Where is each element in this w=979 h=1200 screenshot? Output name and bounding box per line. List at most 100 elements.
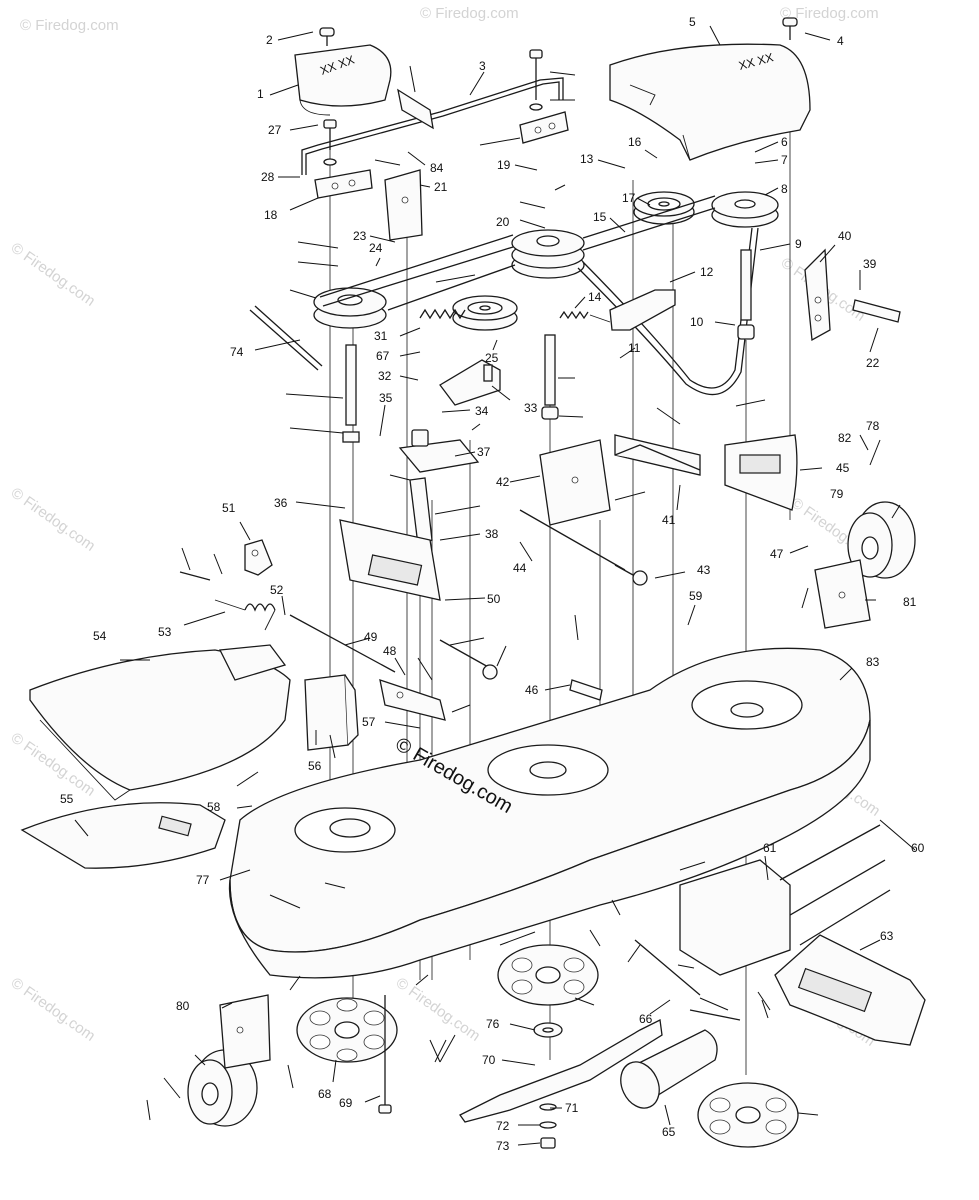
callout-71: 71 bbox=[565, 1101, 579, 1115]
bracket-63-right bbox=[774, 934, 926, 1046]
callout-2: 2 bbox=[266, 33, 273, 47]
wheel-bracket-80 bbox=[219, 994, 271, 1069]
watermark: © Firedog.com bbox=[420, 5, 519, 22]
callout-24: 24 bbox=[369, 241, 383, 255]
callout-labels: 1 2 3 4 5 6 7 8 9 10 11 12 13 14 15 16 1… bbox=[60, 15, 925, 1153]
pulley-right bbox=[711, 191, 779, 228]
callout-50: 50 bbox=[487, 592, 501, 606]
callout-23: 23 bbox=[353, 229, 367, 243]
callout-41: 41 bbox=[662, 513, 676, 527]
pulley-left bbox=[313, 287, 387, 329]
rod-74 bbox=[249, 305, 323, 371]
callout-16: 16 bbox=[628, 135, 642, 149]
bearing-76 bbox=[533, 1022, 563, 1038]
bracket-50 bbox=[339, 519, 441, 601]
blade-stack-71-73 bbox=[539, 1103, 557, 1149]
callout-79: 79 bbox=[830, 487, 844, 501]
gauge-wheel-79-left bbox=[187, 1049, 258, 1127]
callout-45: 45 bbox=[836, 461, 850, 475]
callout-57: 57 bbox=[362, 715, 376, 729]
bolt-27-top bbox=[529, 49, 543, 111]
belt-cover-right: XX XX bbox=[609, 43, 811, 161]
callout-66: 66 bbox=[639, 1012, 653, 1026]
watermark: © Firedog.com bbox=[393, 974, 484, 1044]
idler-pulley-25 bbox=[452, 295, 518, 331]
callout-54: 54 bbox=[93, 629, 107, 643]
spring-14 bbox=[559, 310, 611, 323]
bracket-46 bbox=[569, 679, 603, 701]
callout-56: 56 bbox=[308, 759, 322, 773]
callout-13: 13 bbox=[580, 152, 594, 166]
callout-9: 9 bbox=[795, 237, 802, 251]
callout-39: 39 bbox=[863, 257, 877, 271]
bracket-12 bbox=[609, 289, 676, 331]
callout-84: 84 bbox=[430, 161, 444, 175]
callout-11: 11 bbox=[628, 341, 641, 355]
spindle-9-left bbox=[342, 344, 360, 443]
bolt-27-left bbox=[323, 119, 337, 166]
callout-44: 44 bbox=[513, 561, 527, 575]
callout-77: 77 bbox=[196, 873, 210, 887]
callout-46: 46 bbox=[525, 683, 539, 697]
belt-11 bbox=[319, 195, 759, 396]
rods-60 bbox=[779, 824, 891, 946]
blade-70 bbox=[459, 1019, 663, 1123]
link-22-left bbox=[179, 571, 211, 581]
rod-44 bbox=[439, 509, 626, 669]
blade-adapter-68-center bbox=[497, 944, 599, 1006]
channel-41 bbox=[614, 434, 701, 476]
callout-72: 72 bbox=[496, 1119, 510, 1133]
callout-3: 3 bbox=[479, 59, 486, 73]
spring-31 bbox=[419, 308, 466, 320]
link-66 bbox=[634, 939, 741, 1021]
screw-2 bbox=[319, 27, 335, 46]
callout-8: 8 bbox=[781, 182, 788, 196]
rod-49 bbox=[289, 614, 396, 673]
callout-38: 38 bbox=[485, 527, 499, 541]
callout-31: 31 bbox=[374, 329, 388, 343]
watermark: © Firedog.com bbox=[8, 974, 99, 1044]
callout-6: 6 bbox=[781, 135, 788, 149]
callout-70: 70 bbox=[482, 1053, 496, 1067]
bracket-51 bbox=[244, 539, 273, 576]
callout-40: 40 bbox=[838, 229, 852, 243]
spindle-9-right bbox=[737, 249, 755, 340]
callout-76: 76 bbox=[486, 1017, 500, 1031]
blade-adapter-68-left bbox=[296, 997, 398, 1063]
callout-18: 18 bbox=[264, 208, 278, 222]
callout-78: 78 bbox=[866, 419, 880, 433]
bracket-26 bbox=[397, 88, 434, 130]
bracket-18-right bbox=[519, 111, 569, 144]
callout-35: 35 bbox=[379, 391, 393, 405]
callout-68: 68 bbox=[318, 1087, 332, 1101]
bracket-21 bbox=[384, 169, 423, 241]
callout-37: 37 bbox=[477, 445, 491, 459]
anti-scalp-roller-65 bbox=[620, 1029, 718, 1109]
callout-43: 43 bbox=[697, 563, 711, 577]
callout-5: 5 bbox=[689, 15, 696, 29]
callout-61: 61 bbox=[763, 841, 777, 855]
rod-3 bbox=[301, 77, 564, 175]
callout-19: 19 bbox=[497, 158, 511, 172]
callout-63: 63 bbox=[880, 929, 894, 943]
callout-33: 33 bbox=[524, 401, 538, 415]
callout-20: 20 bbox=[496, 215, 510, 229]
callout-69: 69 bbox=[339, 1096, 353, 1110]
shield-45 bbox=[724, 434, 798, 511]
callout-34: 34 bbox=[475, 404, 489, 418]
callout-80: 80 bbox=[176, 999, 190, 1013]
bracket-40 bbox=[804, 248, 831, 342]
link-22-right bbox=[852, 299, 901, 323]
bracket-38-arm bbox=[409, 477, 433, 546]
spring-53 bbox=[214, 599, 276, 631]
bracket-37 bbox=[398, 429, 480, 473]
callout-12: 12 bbox=[700, 265, 714, 279]
callout-14: 14 bbox=[588, 290, 602, 304]
callout-22: 22 bbox=[866, 356, 880, 370]
callout-53: 53 bbox=[158, 625, 172, 639]
bracket-48 bbox=[379, 679, 446, 721]
callout-10: 10 bbox=[690, 315, 704, 329]
ball-joint-43-left bbox=[482, 664, 498, 680]
callout-leaders bbox=[74, 25, 916, 1146]
blade-adapter-68-right bbox=[697, 1082, 799, 1148]
